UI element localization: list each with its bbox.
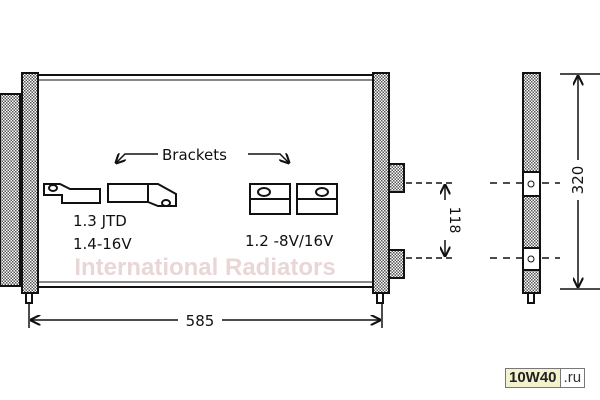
engine-label-1: 1.3 JTD — [73, 212, 127, 230]
left-pin — [25, 292, 33, 304]
width-value: 585 — [186, 312, 215, 330]
condenser-front-view — [0, 72, 405, 304]
engine-label-2: 1.4-16V — [73, 235, 132, 253]
logo-main: 10W40 — [506, 369, 560, 387]
logo-suffix: .ru — [559, 369, 585, 387]
width-dimension — [28, 303, 383, 328]
right-tank — [372, 72, 390, 294]
lower-connector — [388, 249, 405, 279]
connector-spacing-value: 118 — [446, 207, 462, 234]
brackets — [43, 183, 338, 215]
right-pin — [376, 292, 384, 304]
height-dimension — [560, 73, 600, 290]
site-logo[interactable]: 10W40 .ru — [505, 368, 586, 388]
watermark-text: International Radiators — [74, 254, 335, 281]
core — [37, 74, 374, 288]
bracket-arrows — [116, 154, 289, 163]
left-shroud — [0, 93, 21, 287]
condenser-side-view — [490, 72, 560, 304]
engine-label-3: 1.2 -8V/16V — [245, 232, 334, 250]
height-value: 320 — [569, 166, 587, 195]
watermark: International Radiators — [74, 254, 335, 281]
brackets-label: Brackets — [162, 146, 227, 164]
connector-spacing-dimension — [406, 182, 456, 259]
left-tank — [21, 72, 39, 294]
upper-connector — [388, 163, 405, 193]
